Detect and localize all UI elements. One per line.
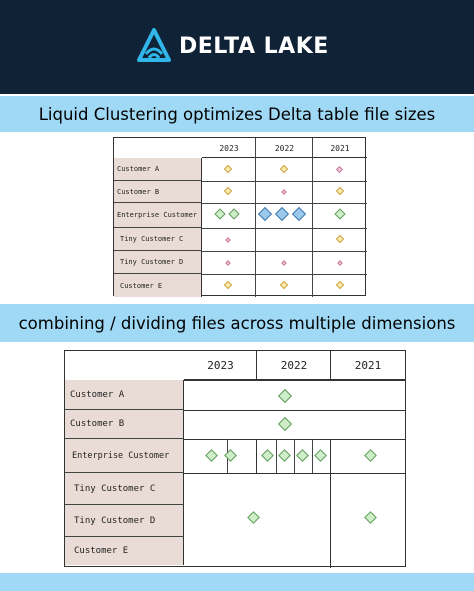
file-diamond bbox=[257, 206, 273, 222]
file-diamond bbox=[364, 511, 377, 524]
file-diamond bbox=[334, 208, 346, 220]
file-diamond bbox=[214, 208, 226, 220]
delta-lake-logo: DELTA LAKE bbox=[137, 28, 329, 64]
file-diamond bbox=[205, 449, 218, 462]
file-diamond bbox=[278, 449, 291, 462]
file-diamond bbox=[335, 280, 345, 290]
file-diamond bbox=[223, 164, 233, 174]
col-divider bbox=[330, 473, 331, 568]
file-size-grid-after: 2023 2022 2021 Customer A Customer B Ent… bbox=[64, 350, 406, 568]
file-diamond bbox=[279, 164, 289, 174]
row-label-tiny-customer-d: Tiny Customer D bbox=[65, 505, 184, 537]
file-diamond bbox=[291, 206, 307, 222]
column-header-2023: 2023 bbox=[219, 143, 239, 153]
file-diamond bbox=[337, 260, 343, 266]
file-diamond bbox=[223, 186, 233, 196]
file-diamond bbox=[296, 449, 309, 462]
file-diamond bbox=[247, 511, 260, 524]
col-divider bbox=[256, 439, 257, 473]
delta-triangle-icon bbox=[137, 28, 171, 62]
file-diamond bbox=[281, 189, 287, 195]
col-divider bbox=[330, 351, 331, 380]
row-divider bbox=[184, 473, 405, 474]
row-label-customer-a: Customer A bbox=[65, 380, 184, 410]
column-header-2022: 2022 bbox=[274, 143, 295, 153]
row-divider bbox=[202, 274, 367, 275]
col-divider bbox=[330, 439, 331, 473]
col-divider bbox=[294, 439, 295, 473]
brand-name: DELTA LAKE bbox=[179, 33, 329, 59]
row-label-tiny-customer-c: Tiny Customer C bbox=[114, 228, 202, 251]
row-divider bbox=[202, 228, 367, 229]
row-label-customer-b: Customer B bbox=[65, 410, 184, 439]
header-divider bbox=[202, 157, 367, 158]
row-label-customer-e: Customer E bbox=[65, 537, 184, 565]
file-diamond bbox=[228, 208, 240, 220]
header-divider bbox=[184, 379, 405, 381]
file-diamond bbox=[281, 260, 287, 266]
file-diamond bbox=[279, 280, 289, 290]
row-label-enterprise-customer: Enterprise Customer bbox=[65, 439, 184, 473]
file-diamond bbox=[335, 234, 345, 244]
file-diamond bbox=[223, 280, 233, 290]
file-diamond bbox=[364, 449, 377, 462]
column-header-2021: 2021 bbox=[330, 143, 350, 153]
row-label-customer-a: Customer A bbox=[114, 158, 202, 181]
file-diamond bbox=[335, 165, 344, 174]
row-label-customer-b: Customer B bbox=[114, 181, 202, 203]
file-diamond bbox=[261, 449, 274, 462]
file-diamond bbox=[225, 237, 231, 243]
footer-band bbox=[0, 573, 474, 591]
file-diamond bbox=[314, 449, 327, 462]
row-label-enterprise-customer: Enterprise Customer bbox=[114, 203, 202, 228]
row-divider bbox=[184, 410, 405, 411]
file-diamond bbox=[277, 416, 293, 432]
column-header-2022: 2022 bbox=[280, 359, 308, 372]
file-diamond bbox=[274, 206, 290, 222]
col-divider bbox=[312, 138, 313, 297]
col-divider bbox=[276, 439, 277, 473]
file-diamond bbox=[335, 186, 345, 196]
row-label-customer-e: Customer E bbox=[114, 274, 202, 297]
header-bar: DELTA LAKE bbox=[0, 0, 474, 94]
row-divider bbox=[202, 181, 367, 182]
column-header-2023: 2023 bbox=[207, 359, 234, 372]
row-divider bbox=[202, 251, 367, 252]
file-diamond bbox=[225, 260, 231, 266]
col-divider bbox=[312, 439, 313, 473]
row-divider bbox=[202, 203, 367, 204]
col-divider bbox=[255, 138, 256, 297]
row-label-tiny-customer-d: Tiny Customer D bbox=[114, 251, 202, 274]
file-size-grid-before: 2023 2022 2021 Customer A Customer B Ent… bbox=[113, 137, 367, 297]
caption-combining-dividing: combining / dividing files across multip… bbox=[0, 304, 474, 342]
caption-liquid-clustering: Liquid Clustering optimizes Delta table … bbox=[0, 96, 474, 132]
file-diamond bbox=[277, 388, 293, 404]
col-divider bbox=[256, 351, 257, 380]
column-header-2021: 2021 bbox=[354, 359, 382, 372]
row-label-tiny-customer-c: Tiny Customer C bbox=[65, 473, 184, 505]
